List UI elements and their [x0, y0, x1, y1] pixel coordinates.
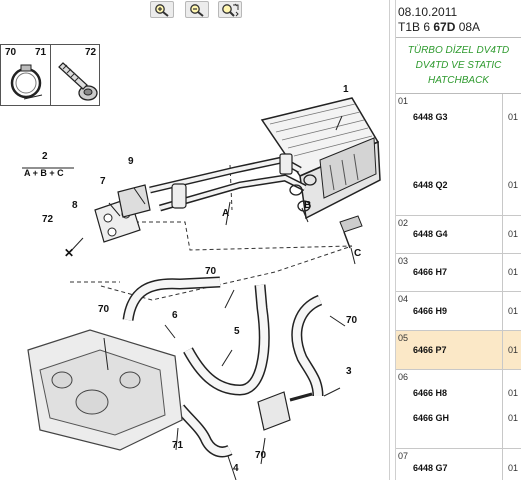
zoom-in-button[interactable]	[150, 1, 174, 18]
part-quantity: 01	[508, 305, 519, 316]
divider	[396, 93, 521, 94]
legend-divider	[50, 45, 51, 105]
zoom-fit-button[interactable]	[218, 1, 242, 18]
vehicle-code-suffix: 08A	[455, 20, 481, 34]
part-quantity: 01	[508, 463, 519, 473]
callout-2-sub: A + B + C	[24, 168, 64, 178]
part-reference[interactable]: 6448 Q2	[413, 180, 448, 190]
parts-row-04[interactable]: 04 6466 H9 01	[396, 292, 521, 331]
part-reference[interactable]: 6466 P7	[413, 344, 447, 355]
callout-70-left[interactable]: 70	[98, 304, 110, 315]
diagram-toolbar	[0, 0, 390, 20]
part-reference[interactable]: 6448 G3	[413, 112, 448, 122]
thermostat-housing	[27, 329, 183, 451]
part-reference[interactable]: 6466 H8	[413, 388, 448, 398]
row-number: 01	[398, 96, 409, 106]
callout-8[interactable]: 8	[72, 200, 78, 211]
zoom-in-icon	[155, 4, 169, 17]
column-divider	[502, 94, 503, 215]
parts-diagram: 70 71 72	[0, 20, 389, 480]
column-divider	[502, 449, 503, 480]
row-number: 05	[398, 333, 409, 343]
callout-4[interactable]: 4	[233, 463, 239, 474]
part-quantity: 01	[508, 388, 519, 398]
heater-pipe-assembly	[149, 153, 307, 212]
zoom-out-icon	[190, 4, 204, 17]
description-line-3: HATCHBACK	[428, 75, 489, 86]
row-number: 03	[398, 256, 409, 266]
zoom-out-button[interactable]	[185, 1, 209, 18]
part-reference[interactable]: 6448 G7	[413, 463, 448, 473]
parts-row-03[interactable]: 03 6466 H7 01	[396, 254, 521, 292]
row-number: 02	[398, 218, 409, 228]
column-divider	[502, 331, 503, 369]
callout-72[interactable]: 72	[42, 214, 54, 225]
row-number: 04	[398, 294, 409, 304]
cooling-system-drawing	[22, 97, 381, 480]
panel-splitter[interactable]	[389, 0, 396, 480]
parts-row-02[interactable]: 02 6448 G4 01	[396, 216, 521, 254]
part-reference[interactable]: 6448 G4	[413, 229, 448, 239]
callout-6[interactable]: 6	[172, 310, 178, 321]
row-number: 07	[398, 451, 409, 461]
parts-list-panel: 08.10.2011 T1B 6 67D 08A TÜRBO DİZEL DV4…	[396, 0, 521, 480]
description-line-2: DV4TD VE STATIC	[415, 60, 502, 71]
vehicle-code-engine: 67D	[433, 20, 456, 34]
part-quantity: 01	[508, 344, 519, 355]
zoom-fit-icon	[222, 3, 239, 17]
part-quantity: 01	[508, 267, 519, 277]
description-line-1: TÜRBO DİZEL DV4TD	[407, 45, 510, 56]
legend-box: 70 71 72	[0, 44, 100, 106]
vehicle-code: T1B 6 67D 08A	[398, 20, 480, 34]
part-quantity: 01	[508, 413, 519, 423]
callout-7[interactable]: 7	[100, 176, 106, 187]
callout-2[interactable]: 2	[42, 151, 48, 162]
part-reference[interactable]: 6466 H9	[413, 305, 448, 316]
part-reference[interactable]: 6466 H7	[413, 267, 448, 277]
column-divider	[502, 292, 503, 330]
catalog-date: 08.10.2011	[398, 5, 458, 19]
cross-mark-icon: ✕	[64, 246, 75, 260]
column-divider	[502, 370, 503, 448]
bolt-icon	[58, 62, 98, 101]
parts-row-06[interactable]: 06 6466 H8 01 6466 GH 01	[396, 370, 521, 449]
part-quantity: 01	[508, 180, 519, 190]
part-quantity: 01	[508, 229, 519, 239]
legend-label-70: 70	[5, 47, 17, 58]
parts-row-01[interactable]: 01 6448 G3 01 6448 Q2 01	[396, 94, 521, 216]
vehicle-code-prefix: T1B 6	[398, 20, 434, 34]
callout-3[interactable]: 3	[346, 366, 352, 377]
callout-70-right[interactable]: 70	[346, 315, 358, 326]
callout-B[interactable]: B	[304, 200, 312, 211]
callout-70-bottom[interactable]: 70	[255, 450, 267, 461]
hose-clamp-icon	[10, 64, 43, 100]
row-number: 06	[398, 372, 409, 382]
vehicle-description: TÜRBO DİZEL DV4TD DV4TD VE STATIC HATCHB…	[396, 43, 521, 88]
callout-71[interactable]: 71	[172, 440, 184, 451]
callout-9[interactable]: 9	[128, 156, 134, 167]
callout-A[interactable]: A	[222, 208, 230, 219]
callout-70-top[interactable]: 70	[205, 266, 217, 277]
callout-C[interactable]: C	[354, 248, 362, 259]
column-divider	[502, 216, 503, 253]
legend-label-72: 72	[85, 47, 97, 58]
callout-5[interactable]: 5	[234, 326, 240, 337]
part-reference[interactable]: 6466 GH	[413, 413, 450, 423]
legend-label-71: 71	[35, 47, 47, 58]
part-quantity: 01	[508, 112, 519, 122]
parts-row-07[interactable]: 07 6448 G7 01	[396, 449, 521, 480]
divider	[396, 37, 521, 38]
column-divider	[502, 254, 503, 291]
callout-1[interactable]: 1	[343, 84, 349, 95]
parts-row-05[interactable]: 05 6466 P7 01	[396, 331, 521, 370]
